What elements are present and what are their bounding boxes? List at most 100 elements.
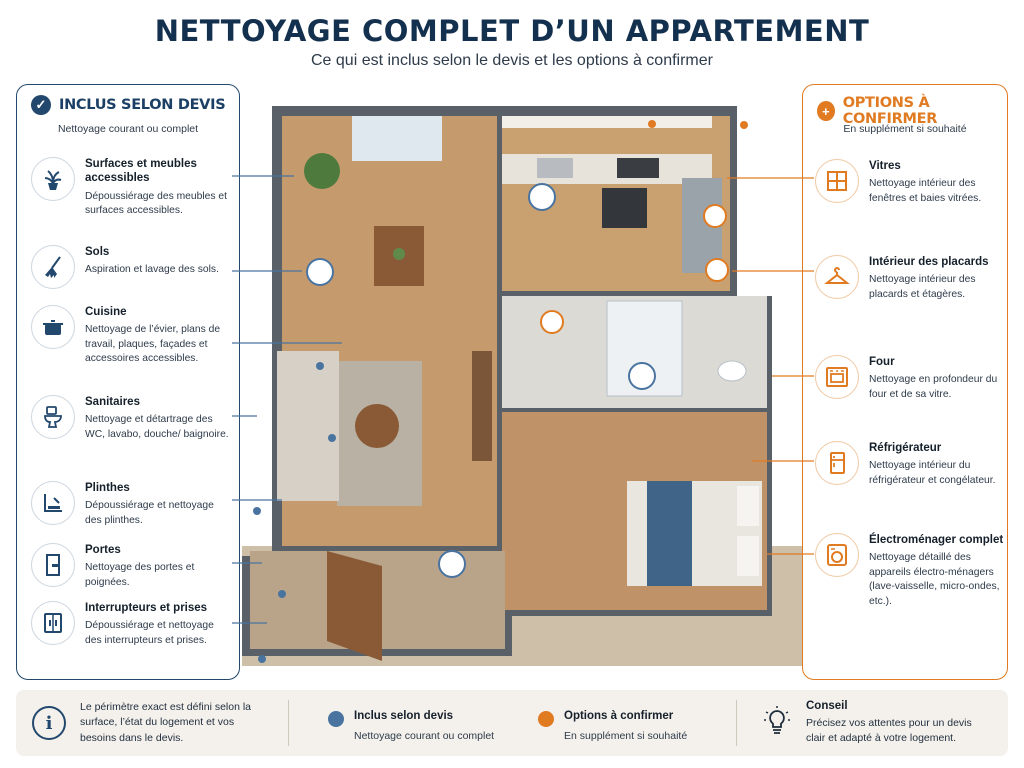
legend-dot-included [328,711,344,727]
oven-icon [815,355,859,399]
options-panel: + OPTIONS À CONFIRMER En supplément si s… [802,84,1008,680]
included-item-surfaces: Surfaces et meubles accessibles Dépoussi… [31,157,231,219]
plan-markers [253,120,748,663]
included-item-desc: Dépoussiérage et nettoyage des interrupt… [85,620,214,646]
footer-bar: i Le périmètre exact est défini selon la… [16,690,1008,756]
marker-plinthes [278,590,286,598]
marker-fridge [705,258,729,282]
right-connectors [727,177,814,555]
tip-text: Précisez vos attentes pour un devis clai… [806,716,972,744]
broom-icon [31,245,75,289]
marker-vitres-2 [740,121,748,129]
baseboard-icon [31,481,75,525]
legend-dot-options [538,711,554,727]
pillow [737,486,759,526]
included-panel-header: ✓ INCLUS SELON DEVIS [31,95,226,115]
tip-title: Conseil [806,699,848,712]
table-plant [393,248,405,260]
included-item-title: Plinthes [85,482,130,494]
marker-portes [258,655,266,663]
included-item-title: Interrupteurs et prises [85,602,208,614]
option-item-desc: Nettoyage en profondeur du four et de sa… [869,374,998,400]
fridge-icon [815,441,859,485]
footer-info: i Le périmètre exact est défini selon la… [32,690,282,756]
option-item-desc: Nettoyage intérieur des fenêtres et baie… [869,178,982,204]
marker-vitres [648,120,656,128]
included-item-desc: Aspiration et lavage des sols. [85,264,219,276]
marker-cuisine [328,434,336,442]
included-item-interrupteurs: Interrupteurs et prises Dépoussiérage et… [31,601,231,648]
included-item-desc: Dépoussiérage et nettoyage des plinthes. [85,500,214,526]
front-door [327,551,382,661]
living-plant [304,153,340,189]
legend-options: Options à confirmer En supplément si sou… [538,690,687,756]
option-item-electromenager: Électroménager complet Nettoyage détaill… [815,533,1015,609]
included-item-title: Portes [85,544,121,556]
included-item-plinthes: Plinthes Dépoussiérage et nettoyage des … [31,481,231,528]
info-icon: i [32,706,66,740]
legend-label: Inclus selon devis [354,710,454,722]
legend-desc: Nettoyage courant ou complet [354,730,495,742]
switch-icon [31,601,75,645]
page-subtitle: Ce qui est inclus selon le devis et les … [311,52,713,69]
footer-info-text: Le périmètre exact est défini selon la s… [80,701,252,744]
check-icon: ✓ [31,95,51,115]
window-icon [815,159,859,203]
included-item-title: Cuisine [85,306,127,318]
legend-label: Options à confirmer [564,710,674,722]
included-panel-subtitle: Nettoyage courant ou complet [57,123,199,135]
included-item-desc: Nettoyage de l’évier, plans de travail, … [85,324,221,365]
pillow [737,536,759,576]
sofa [277,351,339,501]
page-title: NETTOYAGE COMPLET D’UN APPARTEMENT [154,14,870,48]
legend-included: Inclus selon devis Nettoyage courant ou … [328,690,494,756]
left-connectors [232,175,342,624]
included-item-title: Surfaces et meubles accessibles [85,158,197,185]
marker-sols [316,362,324,370]
included-item-portes: Portes Nettoyage des portes et poignées. [31,543,231,590]
option-item-desc: Nettoyage intérieur des placards et étag… [869,274,976,300]
footer-divider [736,700,737,746]
living-window [352,116,442,161]
floor-plan-illustration [232,106,814,666]
option-item-vitres: Vitres Nettoyage intérieur des fenêtres … [815,159,1015,206]
lightbulb-icon [762,705,792,742]
marker-oven [703,204,727,228]
options-panel-subtitle: En supplément si souhaité [843,123,967,135]
legend-desc: En supplément si souhaité [564,730,688,742]
included-item-sanitaires: Sanitaires Nettoyage et détartrage des W… [31,395,231,442]
bed-throw [647,481,692,586]
footer-divider [288,700,289,746]
option-item-title: Four [869,356,895,368]
options-panel-title: OPTIONS À CONFIRMER [842,95,938,127]
toilet-icon [31,395,75,439]
included-item-cuisine: Cuisine Nettoyage de l’évier, plans de t… [31,305,231,367]
marker-hanger [540,310,564,334]
marker-toilet [628,362,656,390]
pot-icon [31,305,75,349]
option-item-placards: Intérieur des placards Nettoyage intérie… [815,255,1015,302]
cooktop [617,158,659,178]
included-panel-title: INCLUS SELON DEVIS [59,97,226,113]
included-item-desc: Nettoyage et détartrage des WC, lavabo, … [85,414,229,440]
included-item-title: Sanitaires [85,396,140,408]
tv-unit [472,351,492,461]
option-item-title: Intérieur des placards [869,256,989,268]
included-panel: ✓ INCLUS SELON DEVIS Nettoyage courant o… [16,84,240,680]
included-item-desc: Dépoussiérage des meubles et surfaces ac… [85,190,227,217]
marker-broom [306,258,334,286]
kitchen-wall [502,116,712,128]
included-item-title: Sols [85,246,110,258]
plant-icon [31,157,75,201]
hanger-icon [815,255,859,299]
options-panel-header: + OPTIONS À CONFIRMER [817,95,1007,127]
coffee-table [355,404,399,448]
toilet [717,360,747,382]
included-item-desc: Nettoyage des portes et poignées. [85,562,195,588]
option-item-title: Vitres [869,160,901,172]
marker-sanitaires [253,507,261,515]
kitchen-counter [502,154,712,184]
oven [602,188,647,228]
option-item-refrigerateur: Réfrigérateur Nettoyage intérieur du réf… [815,441,1015,488]
option-item-title: Réfrigérateur [869,442,942,454]
